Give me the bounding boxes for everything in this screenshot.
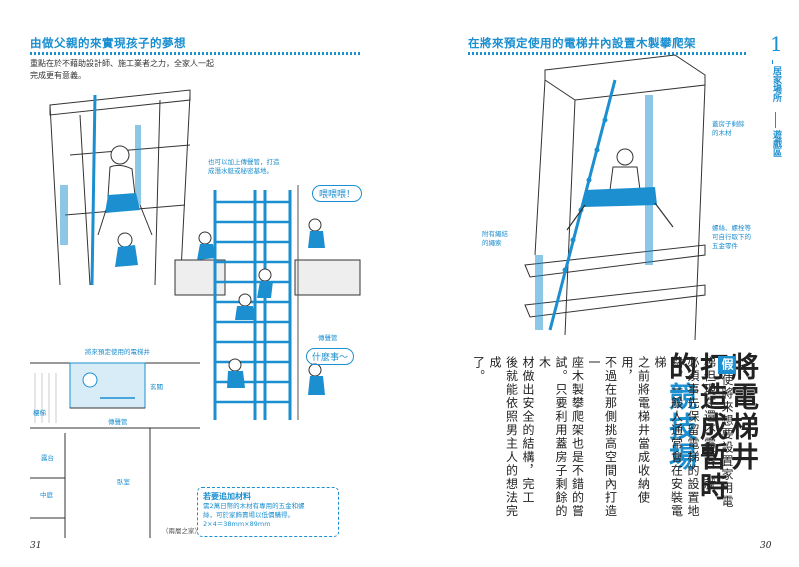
body-col-10: 後就能依照男主人的想法完成: [488, 356, 519, 518]
illustration-ladder: [174, 185, 361, 420]
chapter-tick: [772, 60, 773, 64]
left-intro: 重點在於不藉助設計師、施工業者之力，全家人一起 完成更有意義。: [30, 58, 214, 82]
main-heading: 將電梯井 打造成暫時 的競技場: [665, 352, 760, 527]
ann-pipe: 傳聲管: [318, 334, 338, 342]
left-title-underline: [30, 52, 360, 55]
plan-courtyard-label: 中庭: [40, 491, 53, 499]
heading-col-3a: 的: [665, 352, 698, 382]
plan-title: 將來預定使用的電梯井: [85, 348, 150, 356]
right-title-underline: [468, 52, 748, 55]
body-col-5: 之前將電梯井當成收納使用，: [620, 356, 651, 505]
ann-knotted-rope-line-2: 的繩索: [482, 239, 502, 247]
body-col-8: 試。只要利用蓋房子剩餘的木: [537, 356, 569, 518]
left-intro-line-2: 完成更有意義。: [30, 71, 86, 80]
right-section-title: 在將來預定使用的電梯井內設置木製攀爬架: [468, 36, 696, 50]
illustration-elevator-shaft: [524, 54, 706, 341]
left-section-title: 由做父親的來實現孩子的夢想: [30, 36, 186, 50]
ann-pipe-top-line-1: 也可以加上傳聲管，打造: [208, 158, 280, 166]
body-col-1: 使將來想要設置家用電: [720, 373, 734, 509]
floor-plan: [30, 362, 200, 538]
plan-pipe-label: 傳聲管: [108, 418, 128, 426]
plan-bedroom-label: 臥室: [117, 478, 130, 486]
left-intro-line-1: 重點在於不藉助設計師、施工業者之力，全家人一起: [30, 59, 214, 68]
body-col-3: 必須事先保留電梯的設置地: [686, 356, 700, 518]
speech-bubble-2: 什麼事～: [306, 348, 355, 365]
speech-bubble-1: 喂喂喂！: [312, 185, 363, 202]
plan-caption: （兩層之家）: [162, 527, 201, 535]
chapter-dash: [775, 112, 776, 128]
ann-hardware-line-3: 五金零件: [712, 242, 738, 250]
body-col-4: 點。一般人通常會在安裝電梯: [653, 356, 684, 518]
plan-balcony-label: 露台: [41, 454, 54, 462]
ann-leftover-wood-line-2: 的木材: [712, 129, 732, 137]
chapter-number: 1: [770, 32, 783, 56]
ann-knotted-rope-line-1: 附有繩結: [482, 230, 508, 238]
chapter-label: 居家場所: [771, 66, 781, 102]
body-col-2: 梯但現在還不需要，就: [702, 356, 717, 491]
heading-col-3b: 競技場: [665, 382, 698, 472]
body-text: 假使將來想要設置家用電 梯但現在還不需要，就 必須事先保留電梯的設置地 點。一般…: [470, 356, 736, 526]
ann-hardware-line-2: 可自行取下的: [712, 233, 751, 241]
left-page-number: 31: [30, 541, 42, 551]
tip-box: 若要追加材料 需2萬日幣的木材有專用的五金和螺 絲，可於家飾賣場以低價購得。 2…: [197, 487, 339, 537]
body-col-11: 了。: [471, 356, 486, 383]
ann-leftover-wood: 蓋房子剩餘 的木材: [712, 120, 745, 138]
chapter-sub: 遊戲區: [771, 130, 781, 157]
ann-hardware-line-1: 螺絲、螺栓等: [712, 224, 751, 232]
plan-stair-label: 樓梯: [33, 409, 46, 417]
tip-box-line-2: 絲，可於家飾賣場以低價購得。: [203, 511, 294, 519]
tip-box-line-1: 需2萬日幣的木材有專用的五金和螺: [203, 502, 305, 510]
tip-box-title: 若要追加材料: [203, 492, 251, 501]
ann-knotted-rope: 附有繩結 的繩索: [482, 230, 508, 248]
body-col-7: 座木製攀爬架也是不錯的嘗: [570, 356, 585, 518]
ann-pipe-top: 也可以加上傳聲管，打造 成潛水艇或秘密基地。: [208, 158, 280, 176]
illustration-frame-climb: [49, 89, 191, 291]
ann-leftover-wood-line-1: 蓋房子剩餘: [712, 120, 745, 128]
heading-col-2: 打造成暫時: [696, 352, 729, 502]
ann-hardware: 螺絲、螺栓等 可自行取下的 五金零件: [712, 224, 751, 251]
body-col-9: 材做出安全的結構，完工: [521, 356, 535, 505]
right-page-number: 30: [760, 541, 772, 551]
tip-box-line-3: 2×4＝38mm×89mm: [203, 520, 271, 528]
plan-hall-label: 玄關: [150, 383, 163, 391]
dropcap: 假: [717, 356, 736, 374]
ann-pipe-top-line-2: 成潛水艇或秘密基地。: [208, 167, 273, 175]
body-col-6: 不過在那側挑高空間內打造一: [587, 356, 618, 518]
